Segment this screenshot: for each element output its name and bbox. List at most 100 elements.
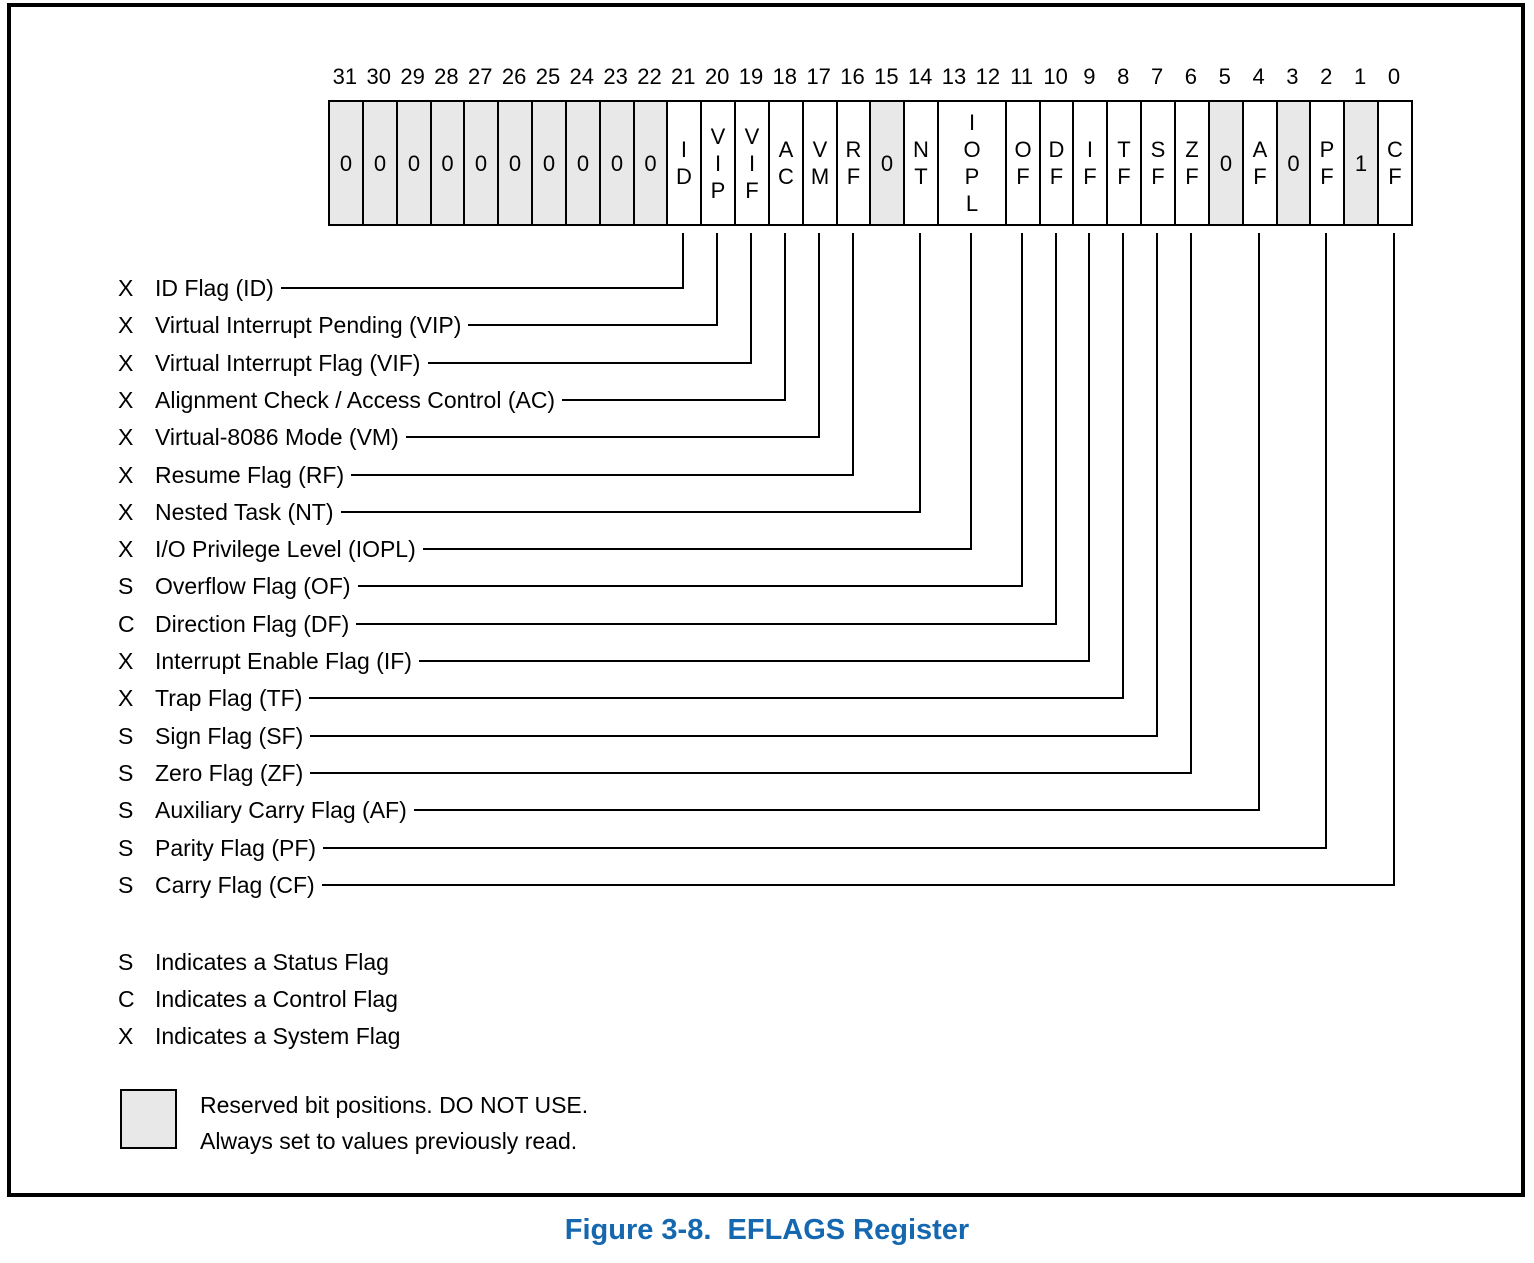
flag-category: S	[118, 723, 134, 749]
reserved-bit-cell: 0	[869, 100, 905, 226]
bit-number: 16	[840, 64, 865, 89]
reserved-bit-cell: 0	[633, 100, 668, 226]
bit-number: 2	[1320, 64, 1333, 89]
flag-category: X	[118, 387, 134, 413]
reserved-bit-cell: 0	[599, 100, 635, 226]
flag-connector-vline	[682, 233, 685, 289]
flag-connector-hline	[309, 697, 1125, 699]
flag-connector-vline	[1257, 233, 1260, 811]
legend-text-control: Indicates a Control Flag	[155, 986, 398, 1012]
flag-connector-hline	[405, 436, 820, 438]
bit-number: 23	[603, 64, 628, 89]
flag-name: Resume Flag (RF)	[155, 462, 345, 488]
reserved-bit-cell: 0	[497, 100, 533, 226]
flag-name: Zero Flag (ZF)	[155, 760, 304, 786]
bit-number: 26	[501, 64, 527, 89]
reserved-bit-cell: 0	[328, 100, 364, 226]
bit-number: 29	[400, 64, 425, 89]
flag-category: X	[118, 685, 134, 711]
reserved-bit-cell: 0	[430, 100, 465, 226]
flag-connector-hline	[351, 474, 854, 476]
bit-number: 12	[975, 64, 1001, 89]
flag-connector-vline	[1122, 233, 1125, 699]
reserved-bit-cell: 0	[531, 100, 567, 226]
flag-connector-hline	[422, 548, 972, 550]
bit-number: 5	[1218, 64, 1231, 89]
flag-connector-hline	[413, 809, 1260, 811]
flag-name: Virtual Interrupt Flag (VIF)	[155, 350, 421, 376]
bit-number: 31	[332, 64, 358, 89]
flag-name: Direction Flag (DF)	[155, 611, 350, 637]
flag-connector-hline	[323, 847, 1328, 849]
bit-number: 11	[1010, 64, 1034, 89]
legend-letter-x: X	[118, 1023, 134, 1049]
bit-number: 22	[637, 64, 662, 89]
flag-connector-hline	[427, 362, 752, 364]
legend-text-system: Indicates a System Flag	[155, 1023, 401, 1049]
legend-text-status: Indicates a Status Flag	[155, 949, 389, 975]
flag-name: Trap Flag (TF)	[155, 685, 303, 711]
bit-cell-cf: C F	[1377, 100, 1413, 226]
bit-cell-iopl: I O P L	[937, 100, 1007, 226]
bit-number: 0	[1387, 64, 1401, 89]
bit-cell-sf: S F	[1140, 100, 1176, 226]
bit-cell-af: A F	[1242, 100, 1278, 226]
bit-number: 4	[1252, 64, 1265, 89]
flag-connector-vline	[1054, 233, 1057, 625]
bit-number: 10	[1043, 64, 1068, 89]
reserved-bit-cell: 0	[463, 100, 499, 226]
reserved-bit-cell: 0	[362, 100, 398, 226]
flag-label-ac: X Alignment Check / Access Control (AC)	[118, 385, 555, 415]
flag-connector-vline	[716, 233, 719, 326]
flag-connector-hline	[310, 772, 1192, 774]
flag-category: S	[118, 797, 134, 823]
flag-connector-vline	[783, 233, 786, 401]
flag-connector-hline	[357, 585, 1023, 587]
flag-label-df: C Direction Flag (DF)	[118, 609, 349, 639]
flag-category: S	[118, 573, 134, 599]
figure-frame	[7, 3, 1525, 1197]
bit-cell-ac: A C	[768, 100, 804, 226]
flag-category: C	[118, 611, 135, 637]
flag-name: Alignment Check / Access Control (AC)	[155, 387, 556, 413]
flag-connector-vline	[1325, 233, 1328, 849]
reserved-bit-cell: 0	[565, 100, 601, 226]
reserved-note-line2: Always set to values previously read.	[200, 1128, 578, 1154]
flag-category: S	[118, 835, 134, 861]
bit-number: 6	[1184, 64, 1198, 89]
flag-connector-hline	[340, 511, 922, 513]
bit-cell-vm: V M	[802, 100, 838, 226]
flag-name: ID Flag (ID)	[155, 275, 274, 301]
bit-cell-vif: V I F	[734, 100, 770, 226]
flag-name: Auxiliary Carry Flag (AF)	[155, 797, 407, 823]
reserved-note: Reserved bit positions. DO NOT USE. Alway…	[200, 1087, 588, 1159]
reserved-note-line1: Reserved bit positions. DO NOT USE.	[200, 1092, 589, 1118]
flag-connector-hline	[310, 735, 1159, 737]
bit-number: 20	[704, 64, 730, 89]
reserved-bit-cell: 0	[1276, 100, 1311, 226]
flag-name: Virtual-8086 Mode (VM)	[155, 424, 399, 450]
bit-cell-df: D F	[1039, 100, 1074, 226]
bit-number: 25	[535, 64, 561, 89]
bit-number: 30	[366, 64, 392, 89]
flag-category: X	[118, 499, 134, 525]
flag-category: X	[118, 350, 134, 376]
legend-letter-c: C	[118, 986, 135, 1012]
legend-row-system: X Indicates a System Flag	[118, 1021, 400, 1051]
bit-number: 21	[671, 64, 696, 89]
flag-name: Carry Flag (CF)	[155, 872, 315, 898]
flag-connector-vline	[1393, 233, 1395, 886]
bit-number: 13	[941, 64, 967, 89]
bit-cell-rf: R F	[836, 100, 871, 226]
